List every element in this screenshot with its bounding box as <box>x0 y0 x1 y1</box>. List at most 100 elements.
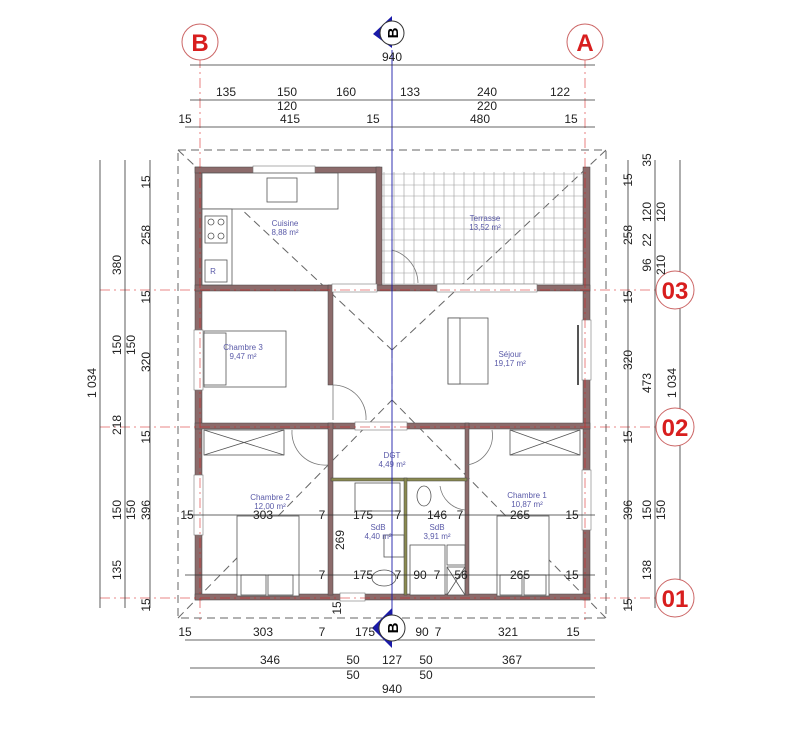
dimension-label: 7 <box>395 508 402 522</box>
dimension-label: 90 <box>413 568 427 582</box>
dimension-label: 127 <box>382 653 402 667</box>
dimension-label: 15 <box>178 112 192 126</box>
dimension-label: 15 <box>139 598 153 612</box>
dimension-label: 480 <box>470 112 490 126</box>
section-marker-top[interactable]: B <box>373 16 405 48</box>
room-label[interactable]: Chambre 110,87 m² <box>507 491 547 509</box>
dimension-label: 220 <box>477 99 497 113</box>
dimension-label: 265 <box>510 508 530 522</box>
dimension-label: 269 <box>333 530 347 550</box>
dimension-label: 346 <box>260 653 280 667</box>
room-label[interactable]: Chambre 39,47 m² <box>223 343 263 361</box>
dimension-label: 22 <box>640 233 654 247</box>
dimension-label: 473 <box>640 373 654 393</box>
dimension-label: 175 <box>353 568 373 582</box>
dimension-label: 15 <box>178 625 192 639</box>
room-area: 3,91 m² <box>423 532 450 541</box>
dimension-lines <box>99 64 681 698</box>
dimension-label: 258 <box>621 225 635 245</box>
grid-bubble-01[interactable]: 01 <box>655 578 695 618</box>
room-area: 4,49 m² <box>378 460 405 469</box>
dimension-label: 15 <box>621 173 635 187</box>
dimension-label: 120 <box>654 202 668 222</box>
room-name: Chambre 2 <box>250 493 290 502</box>
dimension-label: 15 <box>621 598 635 612</box>
room-name: Séjour <box>498 350 521 359</box>
room-area: 8,88 m² <box>271 228 298 237</box>
grid-lines <box>100 58 655 620</box>
dimension-label: 218 <box>110 415 124 435</box>
dimension-label: 7 <box>319 625 326 639</box>
grid-bubble-B[interactable]: B <box>181 23 219 61</box>
room-name: Chambre 1 <box>507 491 547 500</box>
dimension-label: 35 <box>640 153 654 167</box>
room-area: 19,17 m² <box>494 359 526 368</box>
grid-bubble-A[interactable]: A <box>566 23 604 61</box>
dimension-label: 135 <box>110 560 124 580</box>
grid-bubble-03[interactable]: 03 <box>655 270 695 310</box>
dimension-label: 150 <box>654 500 668 520</box>
dimension-label: 7 <box>435 625 442 639</box>
dimension-label: 150 <box>110 335 124 355</box>
dimension-label: 940 <box>382 682 402 696</box>
room-label[interactable]: Chambre 212,00 m² <box>250 493 290 511</box>
dimension-label: 7 <box>319 568 326 582</box>
dimension-label: 265 <box>510 568 530 582</box>
openings <box>193 165 592 602</box>
dimension-label: 175 <box>353 508 373 522</box>
grid-label-03: 03 <box>662 278 689 305</box>
dimension-label: 15 <box>621 430 635 444</box>
dimension-label: 940 <box>382 50 402 64</box>
dimension-label: 258 <box>139 225 153 245</box>
dimension-label: 367 <box>502 653 522 667</box>
dimension-label: 15 <box>565 508 579 522</box>
room-area: 12,00 m² <box>254 502 286 511</box>
dimension-label: 415 <box>280 112 300 126</box>
section-label-top: B <box>385 27 402 38</box>
dimension-label: 90 <box>415 625 429 639</box>
dimension-label: 303 <box>253 508 273 522</box>
dimension-label: 210 <box>654 255 668 275</box>
furniture <box>201 172 581 597</box>
dimension-label: 138 <box>640 560 654 580</box>
dimension-label: 15 <box>564 112 578 126</box>
dimension-label: 321 <box>498 625 518 639</box>
dimension-label: 1 034 <box>665 368 679 398</box>
dimension-label: 1 034 <box>85 368 99 398</box>
dimension-label: 122 <box>550 85 570 99</box>
dimension-label: 15 <box>566 625 580 639</box>
section-marker-bottom[interactable]: B <box>372 608 406 648</box>
room-area: 10,87 m² <box>511 500 543 509</box>
room-name: Cuisine <box>272 219 299 228</box>
dimension-label: 135 <box>216 85 236 99</box>
fridge-label: R <box>210 267 216 276</box>
dimension-label: 120 <box>277 99 297 113</box>
dimension-label: 150 <box>110 500 124 520</box>
dimension-label: 7 <box>395 568 402 582</box>
dimension-label: 150 <box>124 500 138 520</box>
room-name: SdB <box>370 523 385 532</box>
dimension-label: 15 <box>180 508 194 522</box>
room-name: Terrasse <box>470 214 501 223</box>
room-area: 4,40 m² <box>364 532 391 541</box>
room-area: 13,52 m² <box>469 223 501 232</box>
dimension-label: 50 <box>346 653 360 667</box>
section-label-bottom: B <box>385 622 402 633</box>
grid-bubble-02[interactable]: 02 <box>655 407 695 447</box>
grid-label-B: B <box>191 30 208 57</box>
dimension-label: 15 <box>366 112 380 126</box>
dimension-label: 303 <box>253 625 273 639</box>
dimension-label: 7 <box>434 568 441 582</box>
dimension-label: 15 <box>139 430 153 444</box>
dimension-label: 96 <box>640 258 654 272</box>
dimension-label: 150 <box>277 85 297 99</box>
dimension-label: 15 <box>565 568 579 582</box>
grid-label-02: 02 <box>662 415 689 442</box>
